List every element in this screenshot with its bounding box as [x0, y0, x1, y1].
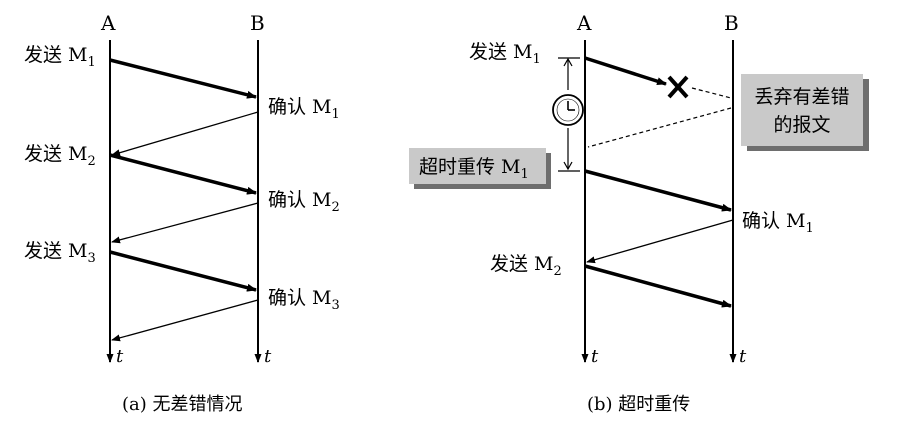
time-axis-a-label: t — [116, 346, 124, 367]
ack-m2-label: 确认 M2 — [268, 189, 340, 215]
host-b-label: B — [250, 11, 265, 35]
ack-m1-label: 确认 M1 — [268, 96, 340, 122]
x-mark-icon — [667, 75, 689, 99]
ack-m1-arrow — [586, 219, 734, 264]
retransmit-note-box — [409, 148, 546, 184]
timer-arrow-up — [563, 57, 573, 67]
frame-m2-arrow — [109, 153, 257, 195]
frame-m1-arrow — [109, 58, 257, 99]
discard-note-line2: 的报文 — [773, 114, 830, 136]
host-b-label: B — [724, 11, 739, 35]
host-a-label: A — [100, 11, 116, 35]
time-axis-a-label: t — [591, 346, 599, 367]
timer-arrow-down — [563, 161, 573, 171]
retransmit-note: 超时重传 M1 — [409, 148, 551, 189]
host-a-label: A — [576, 11, 592, 35]
caption-a: (a) 无差错情况 — [122, 394, 243, 415]
time-axis-b-label: t — [264, 346, 272, 367]
ack-m3-label: 确认 M3 — [268, 287, 340, 313]
time-axis-b-label: t — [739, 346, 747, 367]
discard-note-line1: 丢弃有差错 — [754, 86, 849, 108]
send-m1-label: 发送 M1 — [469, 41, 541, 67]
panel-no-error: A B t t 发送 M1 确认 M1 发送 M2 确认 M2 发送 M3 确认… — [24, 11, 340, 415]
frame-m1-arrow — [584, 56, 667, 86]
panel-timeout-retransmit: A B t t — [409, 11, 869, 415]
send-m1-label: 发送 M1 — [24, 44, 96, 70]
discard-note: 丢弃有差错 的报文 — [741, 74, 869, 151]
discard-note-box — [741, 74, 863, 146]
no-ack-dashed — [587, 107, 732, 148]
send-m2-label: 发送 M2 — [490, 253, 562, 279]
ack-m1-arrow — [111, 111, 259, 157]
frame-m2-arrow — [584, 264, 732, 308]
clock-icon — [552, 94, 584, 126]
ack-m1-label: 确认 M1 — [742, 210, 814, 236]
retransmit-note-label: 超时重传 M1 — [419, 156, 529, 182]
frame-lost-dashed — [691, 87, 732, 99]
ack-m2-arrow — [111, 202, 259, 244]
retransmit-m1-arrow — [584, 169, 732, 212]
send-m2-label: 发送 M2 — [24, 143, 96, 169]
frame-m3-arrow — [109, 250, 257, 292]
caption-b: (b) 超时重传 — [587, 394, 690, 415]
send-m3-label: 发送 M3 — [24, 240, 96, 266]
ack-m3-arrow — [111, 299, 259, 342]
